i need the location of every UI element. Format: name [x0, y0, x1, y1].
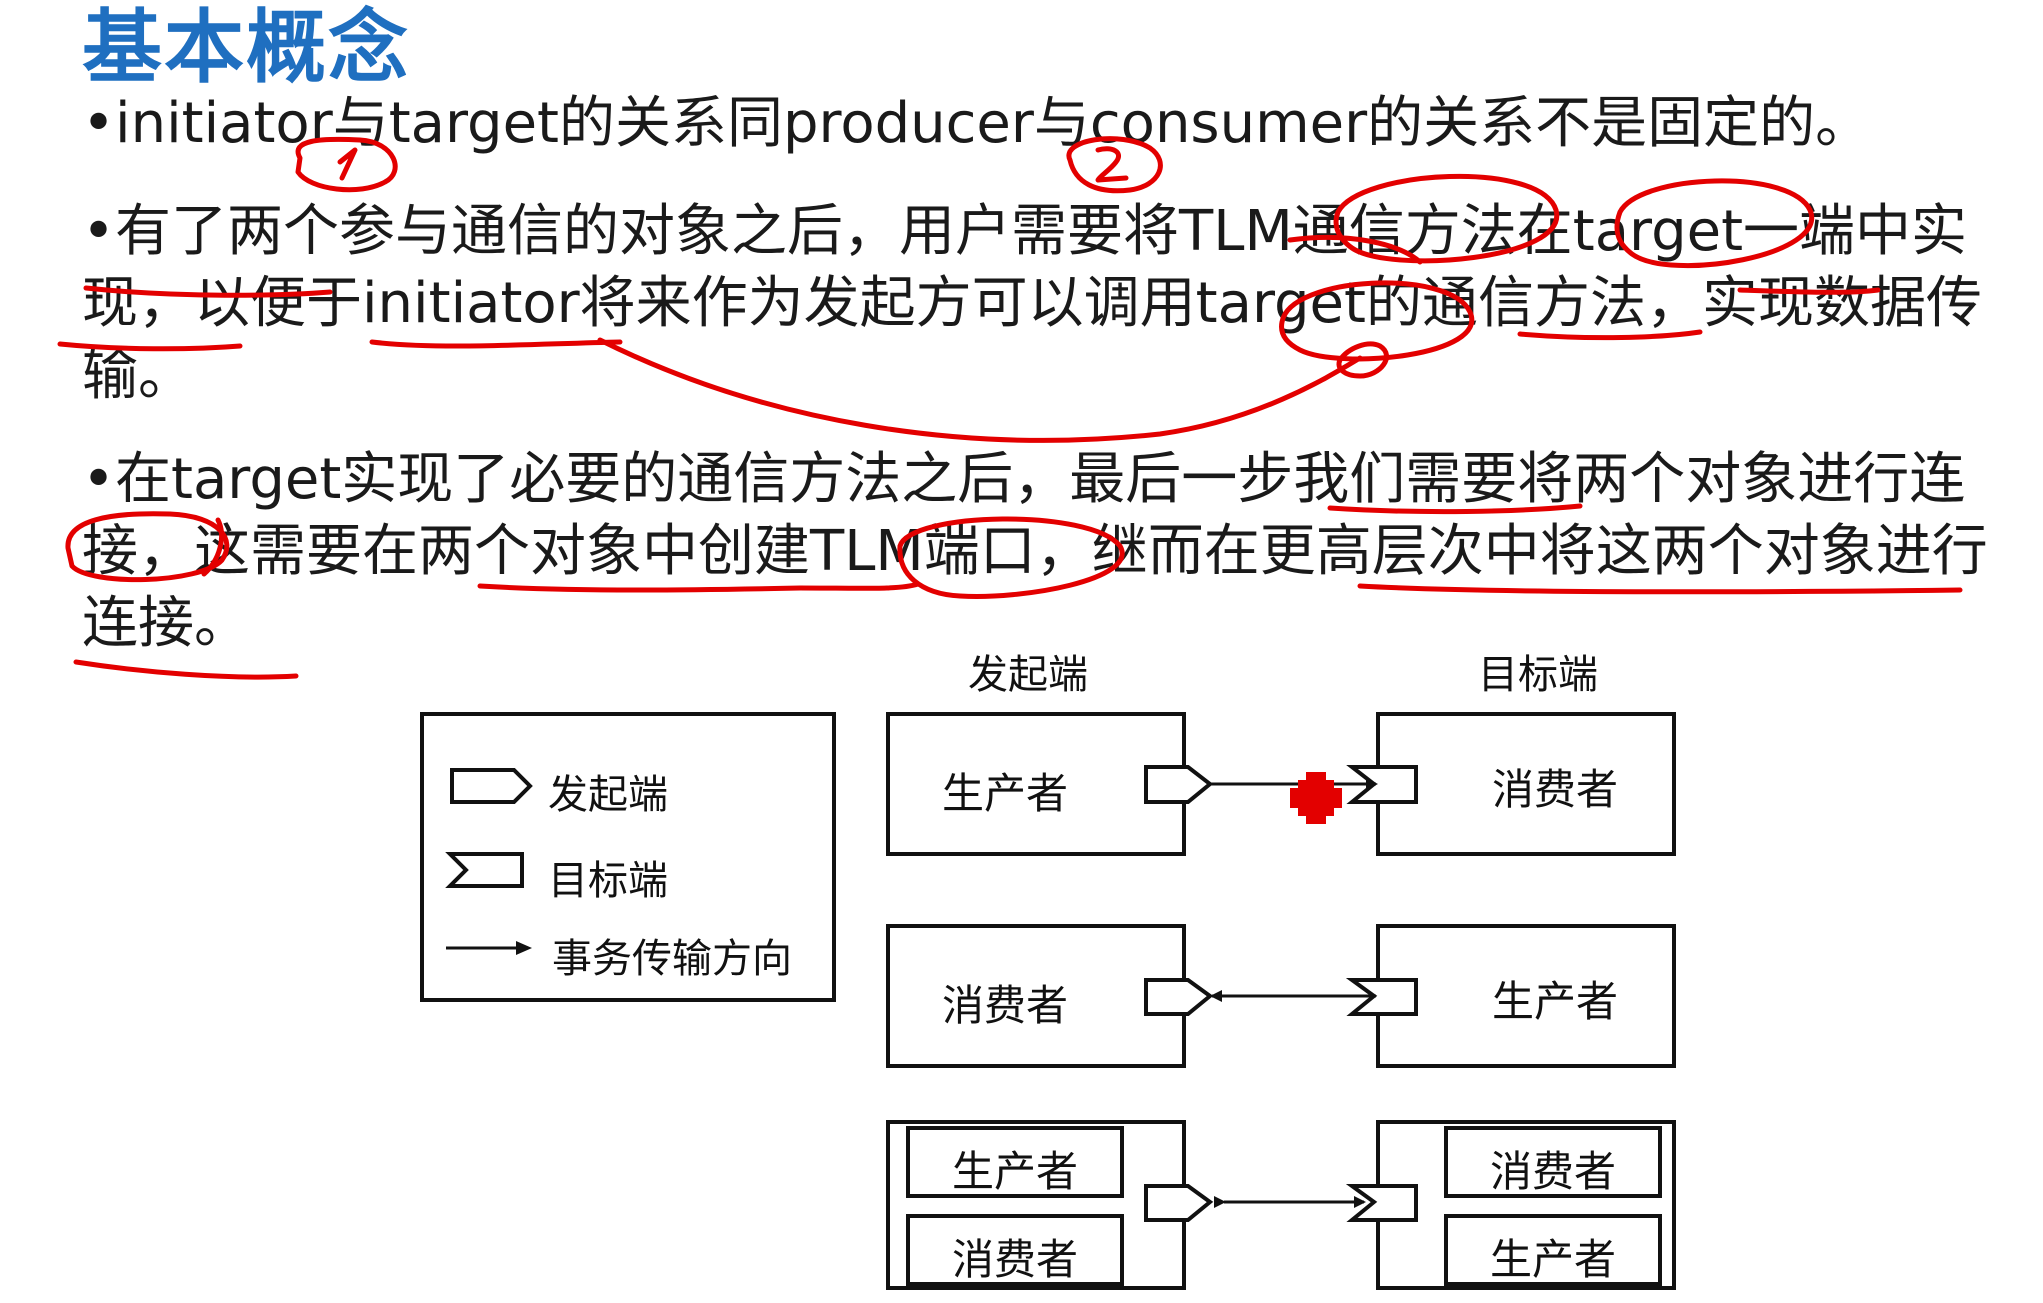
row2-right-label: 生产者: [1491, 977, 1618, 1026]
legend-initiator-label: 发起端: [548, 772, 668, 818]
target-port-icon: [445, 852, 524, 888]
paragraph-1: •initiator与target的关系同producer与consumer的关…: [82, 91, 1872, 156]
row1-left-label: 生产者: [941, 769, 1068, 818]
legend-box: 发起端 目标端 事务传输方向: [420, 712, 836, 1002]
legend-target-label: 目标端: [548, 858, 668, 904]
row1-left-box: 生产者: [886, 712, 1186, 856]
row3-right-top-label: 消费者: [1489, 1147, 1616, 1196]
row3-right-box: 消费者 生产者: [1376, 1120, 1676, 1290]
slide-title: 基本概念: [82, 1, 410, 94]
row3-right-inner-top: 消费者: [1444, 1126, 1662, 1198]
red-cursor-marker: [1298, 780, 1334, 816]
row3-left-top-label: 生产者: [951, 1147, 1078, 1196]
row2-left-box: 消费者: [886, 924, 1186, 1068]
row3-right-inner-bottom: 生产者: [1444, 1214, 1662, 1286]
row3-left-box: 生产者 消费者: [886, 1120, 1186, 1290]
row2-left-label: 消费者: [941, 981, 1068, 1030]
initiator-port-icon: [450, 768, 533, 804]
legend-arrow-label: 事务传输方向: [552, 936, 792, 982]
column-header-initiator: 发起端: [968, 652, 1088, 698]
paragraph-2: •有了两个参与通信的对象之后，用户需要将TLM通信方法在target一端中实现，…: [82, 199, 1982, 408]
row3-left-inner-bottom: 消费者: [906, 1214, 1124, 1286]
row2-right-box: 生产者: [1376, 924, 1676, 1068]
row1-right-box: 消费者: [1376, 712, 1676, 856]
column-header-target: 目标端: [1478, 652, 1598, 698]
legend-symbols: [445, 768, 533, 955]
row3-right-bottom-label: 生产者: [1489, 1235, 1616, 1284]
row3-left-bottom-label: 消费者: [951, 1235, 1078, 1284]
row1-right-label: 消费者: [1491, 765, 1618, 814]
paragraph-3: •在target实现了必要的通信方法之后，最后一步我们需要将两个对象进行连接，这…: [82, 447, 1988, 656]
row3-left-inner-top: 生产者: [906, 1126, 1124, 1198]
